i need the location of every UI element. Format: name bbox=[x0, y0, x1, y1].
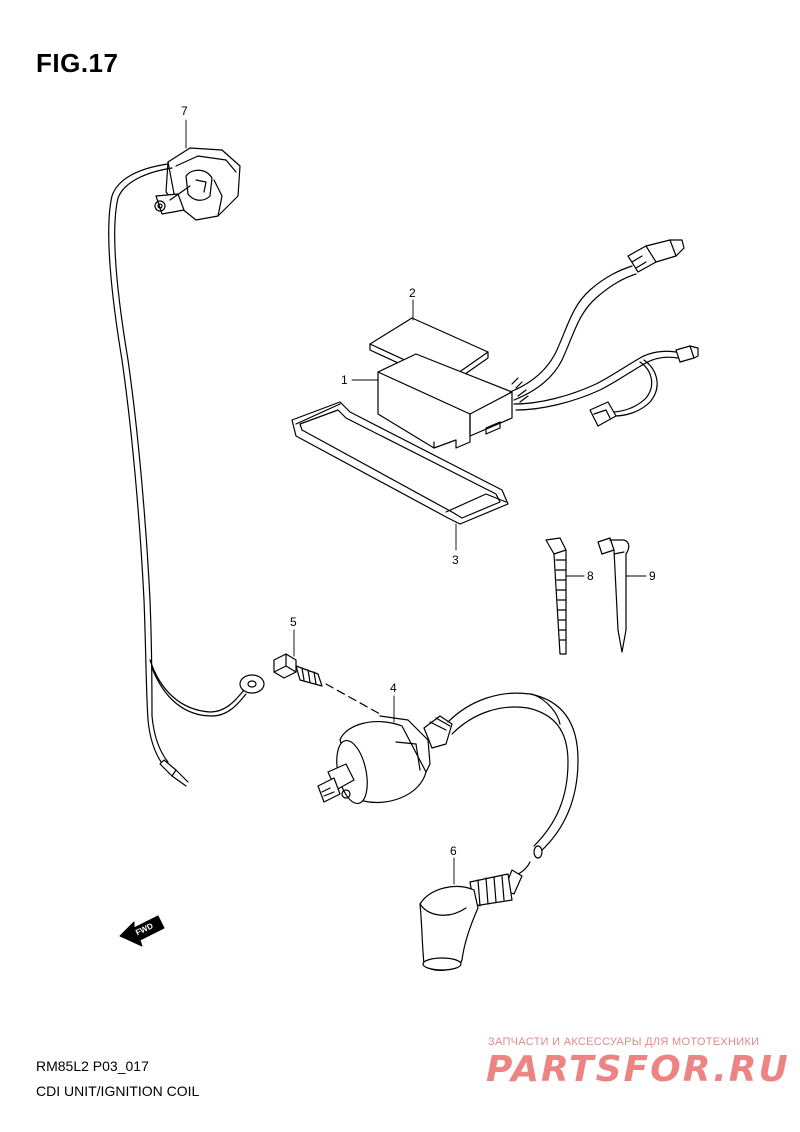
part-number-7: 7 bbox=[181, 104, 188, 118]
part-number-1: 1 bbox=[341, 373, 348, 387]
part-number-3: 3 bbox=[452, 553, 459, 567]
part-number-9: 9 bbox=[649, 569, 656, 583]
fwd-arrow-icon: FWD bbox=[119, 915, 165, 947]
ignition-coil bbox=[317, 692, 579, 859]
bolt bbox=[273, 653, 323, 687]
model-code: RM85L2 P03_017 bbox=[36, 1058, 149, 1074]
section-name: CDI UNIT/IGNITION COIL bbox=[36, 1083, 200, 1099]
cdi-unit bbox=[377, 239, 699, 449]
watermark-tagline: ЗАПЧАСТИ И АКСЕССУАРЫ ДЛЯ МОТОТЕХНИКИ bbox=[488, 1036, 760, 1048]
part-number-2: 2 bbox=[409, 286, 416, 300]
rubber-band bbox=[291, 401, 509, 525]
cable-tie bbox=[545, 537, 567, 655]
watermark-site: PARTSFOR.RU bbox=[486, 1049, 790, 1090]
part-number-5: 5 bbox=[290, 615, 297, 629]
clamp bbox=[597, 537, 630, 653]
figure-title: FIG.17 bbox=[36, 48, 119, 78]
part-number-8: 8 bbox=[587, 569, 594, 583]
spark-plug-cap bbox=[419, 861, 531, 971]
part-number-4: 4 bbox=[390, 681, 397, 695]
pickup-coil bbox=[108, 147, 265, 787]
part-number-6: 6 bbox=[450, 844, 457, 858]
